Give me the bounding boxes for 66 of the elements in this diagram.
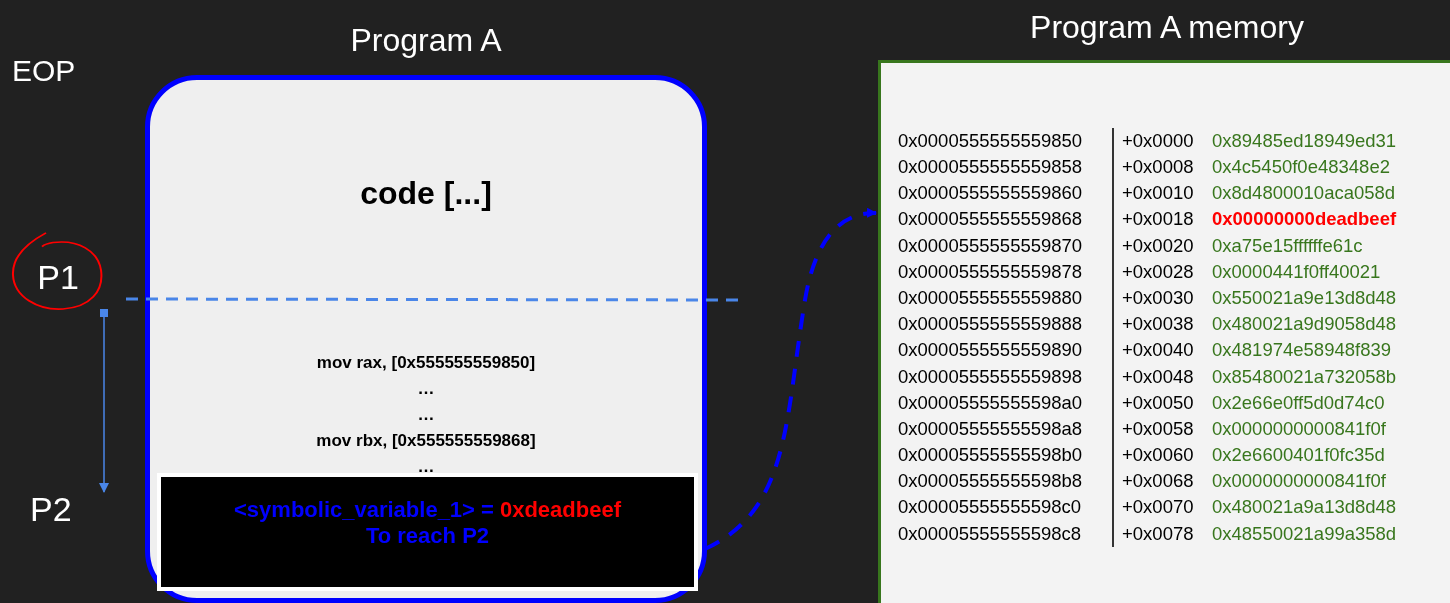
address-cell-text: 0x00005555555598b8 xyxy=(898,472,1084,491)
value-cell: 0x0000000000841f0f xyxy=(1212,419,1386,439)
offset-cell: +0x0078 xyxy=(1112,520,1212,547)
offset-cell: +0x0060 xyxy=(1112,442,1212,469)
value-cell: 0x89485ed18949ed31 xyxy=(1212,131,1397,151)
arrow xyxy=(99,309,109,493)
value-cell: 0x0000441f0ff40021 xyxy=(1212,262,1381,282)
value-cell: 0xa75e15ffffffe61c xyxy=(1212,236,1363,256)
offset-cell: +0x0000 xyxy=(1112,128,1212,155)
address-cell-text: 0x0000555555559870 xyxy=(898,236,1084,256)
eop-label: EOP xyxy=(12,56,76,86)
value-cell: 0x480021a9a13d8d48 xyxy=(1212,498,1397,517)
offset-cell: +0x0018 xyxy=(1112,206,1212,233)
address-cell-text: 0x0000555555559868 xyxy=(898,210,1084,229)
value-cell: 0x2e66e0ff5d0d74c0 xyxy=(1212,393,1385,413)
code-line: mov rbx, [0x555555559868] xyxy=(316,430,536,452)
note-value: 0xdeadbeef xyxy=(499,497,621,523)
offset-cell: +0x0038 xyxy=(1112,311,1212,338)
value-cell: 0x00000000deadbeef xyxy=(1212,210,1397,229)
address-cell-text: 0x00005555555598c0 xyxy=(898,498,1083,517)
note-text: <symbolic_variable_1> = xyxy=(234,497,494,523)
address-cell-text: 0x0000555555559898 xyxy=(898,367,1084,387)
point-label: P1 xyxy=(37,259,79,294)
address-cell-text: 0x0000555555559878 xyxy=(898,262,1084,282)
value-cell: 0x0000000000841f0f xyxy=(1212,472,1386,491)
address-cell-text: 0x0000555555559850 xyxy=(898,131,1084,151)
offset-cell: +0x0050 xyxy=(1112,389,1212,417)
address-cell-text: 0x00005555555598a0 xyxy=(898,393,1084,413)
offset-cell: +0x0010 xyxy=(1112,180,1212,207)
dashed-line xyxy=(126,297,740,302)
value-cell: 0x480021a9d9058d48 xyxy=(1212,315,1397,334)
address-cell-text: 0x0000555555559858 xyxy=(898,158,1084,177)
offset-cell: +0x0028 xyxy=(1112,258,1212,286)
address-cell-text: 0x00005555555598b0 xyxy=(898,446,1084,465)
address-cell-text: 0x00005555555598c8 xyxy=(898,524,1083,544)
offset-cell: +0x0008 xyxy=(1112,154,1212,181)
code-line: … xyxy=(417,404,435,426)
offset-cell: +0x0020 xyxy=(1112,232,1212,259)
value-cell: 0x4c5450f0e48348e2 xyxy=(1212,158,1390,177)
value-cell: 0x550021a9e13d8d48 xyxy=(1212,288,1397,308)
value-cell: 0x2e6600401f0fc35d xyxy=(1212,446,1385,465)
offset-cell: +0x0030 xyxy=(1112,285,1212,312)
note-text: To reach P2 xyxy=(365,523,490,549)
code-line: mov rax, [0x555555559850] xyxy=(316,352,536,374)
offset-cell: +0x0048 xyxy=(1112,363,1212,390)
code-line: … xyxy=(417,378,435,400)
memory-title: Program A memory xyxy=(1029,11,1305,43)
code-line: … xyxy=(417,456,435,478)
value-cell: 0x48550021a99a358d xyxy=(1212,524,1397,544)
address-cell-text: 0x0000555555559888 xyxy=(898,315,1084,334)
point-label: P2 xyxy=(30,492,72,526)
value-cell: 0x481974e58948f839 xyxy=(1212,341,1391,360)
offset-cell: +0x0058 xyxy=(1112,416,1212,443)
note-box xyxy=(157,473,698,591)
value-cell: 0x8d4800010aca058d xyxy=(1212,184,1396,203)
address-cell-text: 0x00005555555598a8 xyxy=(898,419,1084,439)
address-cell-text: 0x0000555555559890 xyxy=(898,341,1084,360)
address-cell-text: 0x0000555555559860 xyxy=(898,184,1084,203)
address-cell-text: 0x0000555555559880 xyxy=(898,288,1084,308)
offset-cell: +0x0040 xyxy=(1112,337,1212,364)
program-title: Program A xyxy=(349,24,503,56)
value-cell: 0x85480021a732058b xyxy=(1212,367,1397,387)
offset-cell: +0x0070 xyxy=(1112,494,1212,521)
arrow xyxy=(704,208,877,551)
code-heading: code [...] xyxy=(359,177,493,209)
offset-cell: +0x0068 xyxy=(1112,468,1212,495)
